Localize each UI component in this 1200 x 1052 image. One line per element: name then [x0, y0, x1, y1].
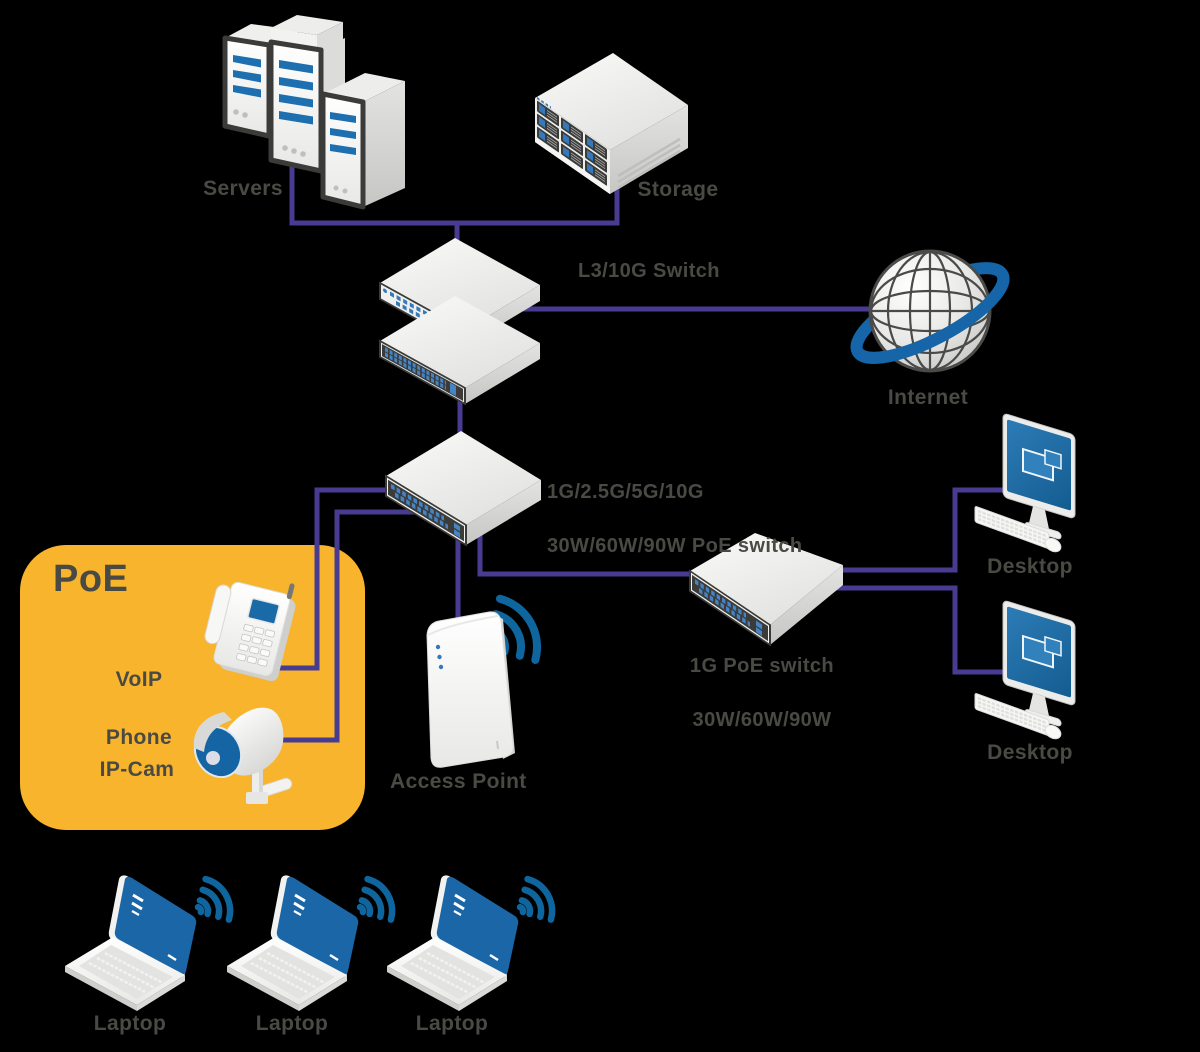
poe-switch-multi-gig-icon — [385, 431, 541, 547]
poe-switch-1g-label: 1G PoE switch 30W/60W/90W — [662, 626, 862, 761]
monitor — [1002, 413, 1076, 540]
servers-icon — [222, 15, 405, 210]
voip-phone-label-line1: VoIP — [115, 668, 163, 691]
poe-switch-1g-icon — [689, 533, 843, 647]
laptop-1-label: Laptop — [93, 1012, 167, 1035]
internet-label: Internet — [887, 386, 969, 409]
mouse — [1044, 724, 1062, 740]
desktop-bottom-label: Desktop — [987, 741, 1073, 764]
link-1g-switch-desktop-bottom — [826, 585, 1022, 675]
laptop-icon-1 — [65, 875, 234, 1011]
internet-icon — [850, 249, 1010, 373]
link-1g-switch-desktop-top — [836, 487, 1022, 573]
desktop-top-label: Desktop — [987, 555, 1073, 578]
wifi-waves-icon — [194, 875, 234, 923]
link-poe-switch-ipcam — [275, 509, 425, 743]
mouse — [1044, 537, 1062, 553]
access-point-label: Access Point — [390, 770, 527, 793]
poe-switch-1g-label-line1: 1G PoE switch — [689, 655, 835, 677]
ip-cam-icon — [193, 707, 293, 804]
poe-switch-multi-gig-label-line1: 1G/2.5G/5G/10G — [547, 481, 704, 503]
desktop-icon-1 — [974, 413, 1076, 553]
access-point-icon — [426, 594, 541, 768]
storage-drive-bays — [535, 96, 610, 195]
poe-switch-1g-label-line2: 30W/60W/90W — [692, 709, 832, 731]
laptop-icon-3 — [387, 875, 556, 1011]
voip-phone-icon — [204, 581, 296, 682]
wifi-waves-icon — [356, 875, 396, 923]
storage-icon — [535, 53, 688, 195]
l3-switch-label: L3/10G Switch — [578, 260, 720, 282]
poe-switch-multi-gig-label-line2: 30W/60W/90W PoE switch — [547, 535, 803, 557]
monitor — [1002, 600, 1076, 727]
link-poe-switch-voip — [262, 487, 405, 671]
link-poe-switch-1g-switch — [477, 518, 700, 577]
voip-phone-label: VoIP Phone — [89, 636, 189, 781]
poe-zone-label: PoE — [53, 558, 129, 600]
laptop-3-label: Laptop — [415, 1012, 489, 1035]
voip-phone-label-line2: Phone — [105, 726, 173, 749]
poe-zone — [20, 545, 365, 830]
l3-switch-icon — [379, 238, 540, 406]
storage-label: Storage — [637, 178, 719, 201]
wifi-waves-icon — [516, 875, 556, 923]
poe-switch-multi-gig-label: 1G/2.5G/5G/10G 30W/60W/90W PoE switch — [547, 452, 803, 587]
ip-cam-label: IP-Cam — [99, 758, 175, 781]
desktop-icon-2 — [974, 600, 1076, 740]
laptop-2-label: Laptop — [255, 1012, 329, 1035]
laptop-icon-2 — [227, 875, 396, 1011]
servers-label: Servers — [203, 177, 283, 200]
